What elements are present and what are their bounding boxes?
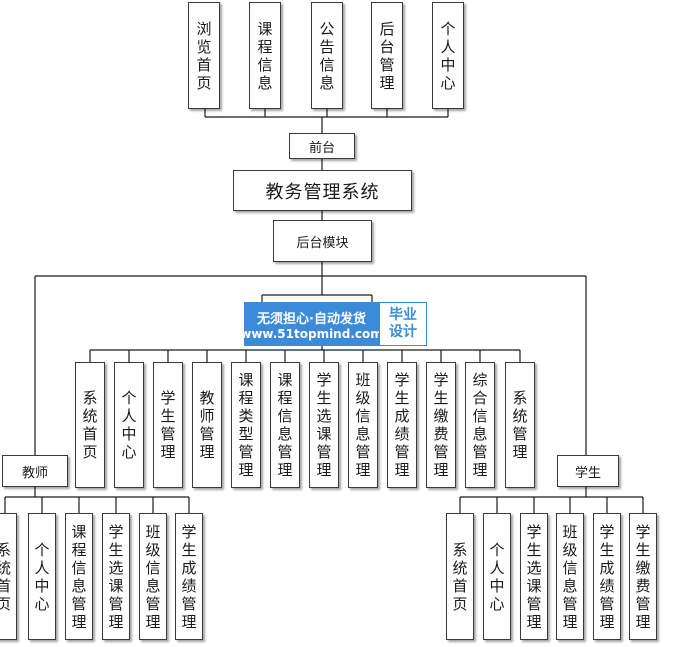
module-label: 课程信息 bbox=[257, 19, 273, 92]
module-label: 综合信息管理 bbox=[472, 371, 488, 479]
watermark-badge: 毕业设计 bbox=[379, 302, 427, 346]
admin-module: 学生成绩管理 bbox=[387, 362, 417, 488]
watermark-slogan: 无须担心·自动发货 bbox=[257, 311, 366, 327]
student-node: 学生 bbox=[557, 455, 619, 487]
admin-module: 学生选课管理 bbox=[309, 362, 339, 488]
admin-module: 课程信息管理 bbox=[270, 362, 300, 488]
teacher-module: 课程信息管理 bbox=[65, 513, 93, 640]
module-label: 学生缴费管理 bbox=[433, 371, 449, 479]
teacher-label: 教师 bbox=[21, 465, 48, 481]
watermark-text-block: 无须担心·自动发货 www.51topmind.com bbox=[240, 302, 383, 346]
teacher-module: 班级信息管理 bbox=[139, 513, 167, 640]
teacher-module: 系统首页 bbox=[0, 513, 17, 640]
watermark-url: www.51topmind.com bbox=[240, 326, 383, 341]
module-label: 浏览首页 bbox=[196, 19, 212, 92]
admin-module: 综合信息管理 bbox=[465, 362, 495, 488]
teacher-module: 个人中心 bbox=[28, 513, 56, 640]
frontend-module: 后台管理 bbox=[371, 2, 403, 109]
module-label: 班级信息管理 bbox=[562, 522, 578, 631]
module-label: 学生缴费管理 bbox=[635, 522, 651, 631]
student-module: 学生选课管理 bbox=[520, 513, 548, 640]
module-label: 学生成绩管理 bbox=[599, 522, 615, 631]
module-label: 个人中心 bbox=[34, 540, 50, 613]
module-label: 学生成绩管理 bbox=[394, 371, 410, 479]
teacher-module: 学生选课管理 bbox=[102, 513, 130, 640]
admin-module: 个人中心 bbox=[114, 362, 144, 488]
student-module: 系统首页 bbox=[446, 513, 474, 640]
watermark-banner: 无须担心·自动发货 www.51topmind.com 毕业设计 bbox=[240, 302, 427, 346]
module-label: 学生成绩管理 bbox=[181, 522, 197, 631]
admin-module: 班级信息管理 bbox=[348, 362, 378, 488]
module-label: 个人中心 bbox=[121, 389, 137, 461]
root-label: 教务管理系统 bbox=[265, 181, 380, 203]
module-label: 学生选课管理 bbox=[108, 522, 124, 631]
module-label: 课程类型管理 bbox=[238, 371, 254, 479]
module-label: 学生选课管理 bbox=[526, 522, 542, 631]
student-module: 学生缴费管理 bbox=[629, 513, 657, 640]
admin-module: 学生管理 bbox=[153, 362, 183, 488]
frontend-node: 前台 bbox=[289, 133, 355, 159]
admin-module: 学生缴费管理 bbox=[426, 362, 456, 488]
frontend-module: 个人中心 bbox=[432, 2, 464, 109]
student-module: 个人中心 bbox=[483, 513, 511, 640]
module-label: 班级信息管理 bbox=[355, 371, 371, 479]
admin-module: 课程类型管理 bbox=[231, 362, 261, 488]
module-label: 后台管理 bbox=[379, 19, 395, 92]
watermark-badge-text: 毕业设计 bbox=[388, 307, 417, 340]
root-node: 教务管理系统 bbox=[233, 170, 412, 211]
frontend-label: 前台 bbox=[308, 140, 335, 156]
student-module: 班级信息管理 bbox=[556, 513, 584, 640]
module-label: 课程信息管理 bbox=[71, 522, 87, 631]
admin-module: 系统首页 bbox=[75, 362, 105, 488]
frontend-module: 课程信息 bbox=[249, 2, 281, 109]
module-label: 系统首页 bbox=[0, 540, 12, 613]
module-label: 系统首页 bbox=[452, 540, 468, 613]
admin-module: 教师管理 bbox=[192, 362, 222, 488]
module-label: 系统首页 bbox=[82, 389, 98, 461]
frontend-module: 公告信息 bbox=[311, 2, 343, 109]
student-module: 学生成绩管理 bbox=[593, 513, 621, 640]
backend-label: 后台模块 bbox=[296, 235, 349, 251]
frontend-module: 浏览首页 bbox=[188, 2, 220, 109]
teacher-module: 学生成绩管理 bbox=[175, 513, 203, 640]
module-label: 个人中心 bbox=[440, 19, 456, 92]
teacher-node: 教师 bbox=[2, 455, 68, 487]
module-label: 教师管理 bbox=[199, 389, 215, 461]
student-label: 学生 bbox=[574, 465, 601, 481]
backend-node: 后台模块 bbox=[273, 220, 372, 262]
module-label: 班级信息管理 bbox=[145, 522, 161, 631]
module-label: 学生选课管理 bbox=[316, 371, 332, 479]
admin-module: 系统管理 bbox=[505, 362, 535, 488]
module-label: 学生管理 bbox=[160, 389, 176, 461]
module-label: 系统管理 bbox=[512, 389, 528, 461]
module-label: 课程信息管理 bbox=[277, 371, 293, 479]
module-label: 公告信息 bbox=[319, 19, 335, 92]
module-label: 个人中心 bbox=[489, 540, 505, 613]
